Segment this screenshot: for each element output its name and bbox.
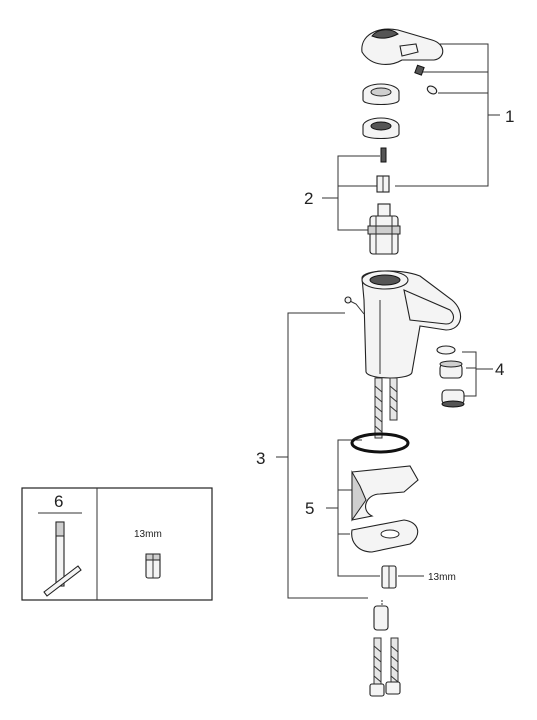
fixing-washer-icon [351, 519, 419, 553]
adapter-icon [376, 175, 390, 193]
nut-size-label: 13mm [428, 572, 456, 583]
callout-1: 1 [505, 107, 514, 126]
supply-hoses-icon [369, 637, 401, 697]
flexible-hose-icon [374, 377, 398, 439]
callout-4-leaders [462, 351, 493, 397]
tool-box [21, 487, 213, 601]
screw-icon [380, 147, 387, 163]
gasket-plate-icon [351, 465, 419, 522]
callout-1-leaders [395, 43, 500, 187]
nut-icon [381, 565, 397, 589]
lever-handle-icon [361, 28, 444, 65]
callout-2-leaders [322, 155, 380, 231]
threaded-stud-icon [373, 600, 389, 631]
callout-4: 4 [495, 360, 504, 379]
callout-6: 6 [54, 492, 63, 511]
callout-5: 5 [305, 499, 314, 518]
callout-3-leaders [276, 312, 368, 599]
o-ring-icon [350, 432, 410, 454]
tool-size-label: 13mm [134, 529, 162, 540]
key-tool-icon [43, 521, 82, 597]
hex-socket-icon [145, 553, 161, 579]
retaining-ring-icon [362, 117, 400, 140]
cartridge-icon [367, 203, 401, 255]
cover-cap-icon [362, 83, 400, 106]
handle-screw-icon [414, 64, 438, 95]
callout-3: 3 [256, 449, 265, 468]
pop-up-rod-icon [344, 296, 365, 315]
spout-body-icon [361, 270, 462, 379]
aerator-icon [436, 345, 465, 408]
callout-5-leaders [326, 439, 380, 577]
callout-2: 2 [304, 189, 313, 208]
